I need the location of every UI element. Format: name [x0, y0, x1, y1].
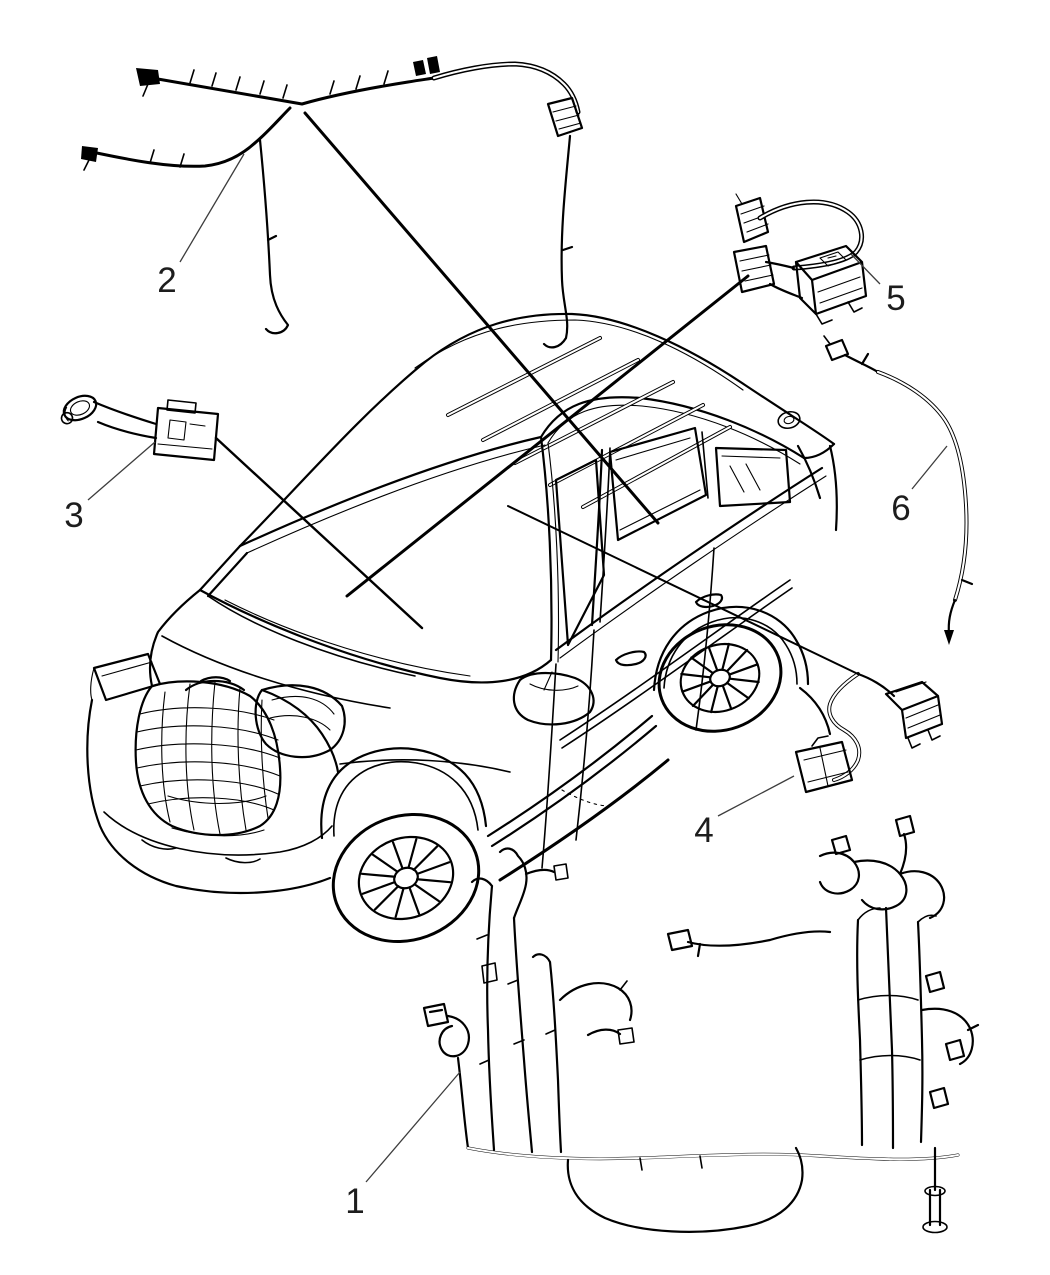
harness-1-right-cluster	[666, 814, 980, 1234]
harness-5-console-wiring	[732, 193, 868, 325]
callout-6-leader	[911, 445, 948, 490]
harness-4-locator-line	[507, 505, 859, 675]
a-pillar-far	[198, 544, 249, 598]
harness-5-module-box	[794, 244, 868, 325]
grille-hatch	[135, 681, 281, 835]
cowl-line	[198, 588, 553, 684]
harness-2-end-connector	[136, 56, 440, 86]
vehicle-hood	[148, 588, 416, 709]
rear-wheel	[657, 623, 783, 733]
roof-far-edge	[238, 312, 836, 548]
harness-6-wire-tip	[944, 630, 954, 645]
door-handles	[614, 593, 724, 667]
vehicle-side	[486, 410, 838, 882]
callout-4: 4	[694, 775, 795, 850]
wiper-line	[224, 599, 471, 677]
callout-2-label: 2	[157, 261, 176, 300]
harness-3-barrel-connector	[60, 394, 98, 425]
callout-6-label: 6	[891, 489, 910, 528]
windshield-header	[238, 435, 543, 548]
harness-6-rear-wiring	[823, 335, 974, 645]
harness-1-floor-loop	[566, 1146, 804, 1233]
harness-2-lower-branch	[90, 106, 292, 168]
sliding-door-glass	[608, 426, 708, 542]
harness-1-left-connector	[422, 1002, 450, 1028]
front-grille	[134, 676, 282, 837]
harness-5-connector-b	[732, 244, 776, 294]
quarter-glass	[714, 446, 792, 508]
headlamp-far	[92, 652, 162, 702]
harness-4-connector-right	[884, 680, 944, 749]
windshield-header-inner	[246, 444, 546, 554]
a-pillar-near	[539, 435, 553, 662]
roof-far-edge-inner	[414, 319, 744, 391]
harness-3-wires	[92, 400, 158, 440]
callout-3-label: 3	[64, 496, 83, 535]
harness-5-connector-a	[734, 193, 770, 244]
body-detail-oval	[777, 410, 801, 430]
d-pillar	[796, 444, 838, 532]
a-pillar-near-inner	[547, 442, 560, 663]
harness-3-locator-line	[214, 436, 424, 630]
callout-4-label: 4	[694, 811, 713, 850]
roof-rear-edge	[802, 442, 836, 460]
callout-3-leader	[87, 441, 156, 501]
callout-1-leader	[365, 1071, 461, 1183]
harness-2-drop-wire	[258, 138, 290, 335]
rear-wheel-spokes	[680, 642, 760, 714]
callout-2-leader	[179, 153, 245, 263]
harness-4-connector-left	[794, 735, 854, 794]
c-pillar	[701, 431, 709, 499]
roof-near-rail	[539, 396, 806, 460]
front-bumper	[86, 667, 333, 895]
harness-6-tube	[876, 370, 969, 602]
harness-2-locator-line	[303, 111, 660, 525]
b-pillar	[590, 448, 604, 627]
door-seams	[541, 547, 715, 869]
callout-5-leader	[850, 253, 881, 285]
callout-3: 3	[64, 441, 156, 535]
rocker-line	[486, 714, 658, 848]
front-door-glass	[554, 458, 606, 647]
callout-4-leader	[717, 775, 795, 817]
front-wheel-spokes	[360, 838, 452, 918]
front-fender	[260, 688, 511, 840]
callout-5: 5	[850, 253, 906, 318]
callout-1-label: 1	[345, 1182, 364, 1221]
harness-2-branch-stubs	[142, 69, 389, 99]
grille-outline	[134, 680, 282, 837]
harness-1-body-wiring	[422, 814, 980, 1234]
callout-6: 6	[891, 445, 948, 528]
vehicle-windshield	[198, 435, 560, 684]
locator-lines	[214, 111, 859, 675]
harness-2-tail-wire	[542, 134, 574, 349]
body-crease	[559, 579, 793, 749]
callout-2: 2	[157, 153, 245, 300]
harness-3-jumper-wiring	[60, 394, 220, 462]
vehicle-outline	[86, 312, 838, 944]
callout-5-label: 5	[886, 279, 905, 318]
callout-1: 1	[345, 1071, 461, 1221]
rear-fender	[652, 605, 832, 736]
callouts: 1 2 3 4 5 6	[64, 153, 948, 1221]
harness-3-connector-box	[152, 399, 220, 462]
harness-2-connector	[546, 96, 584, 138]
harness-6-connector	[823, 335, 850, 362]
harness-1-left-branch	[422, 847, 635, 1154]
vehicle-roof	[238, 312, 836, 554]
harness-2-headliner-wiring	[81, 56, 584, 349]
roof-bows	[446, 336, 732, 509]
brand-badge	[184, 676, 246, 692]
front-wheel	[331, 812, 481, 944]
harness-5-locator-line	[345, 274, 750, 598]
harness-1-cluster-connectors	[666, 814, 966, 1110]
harness-4-quarter-wiring	[794, 672, 944, 794]
harness-2-trunk	[150, 76, 436, 106]
